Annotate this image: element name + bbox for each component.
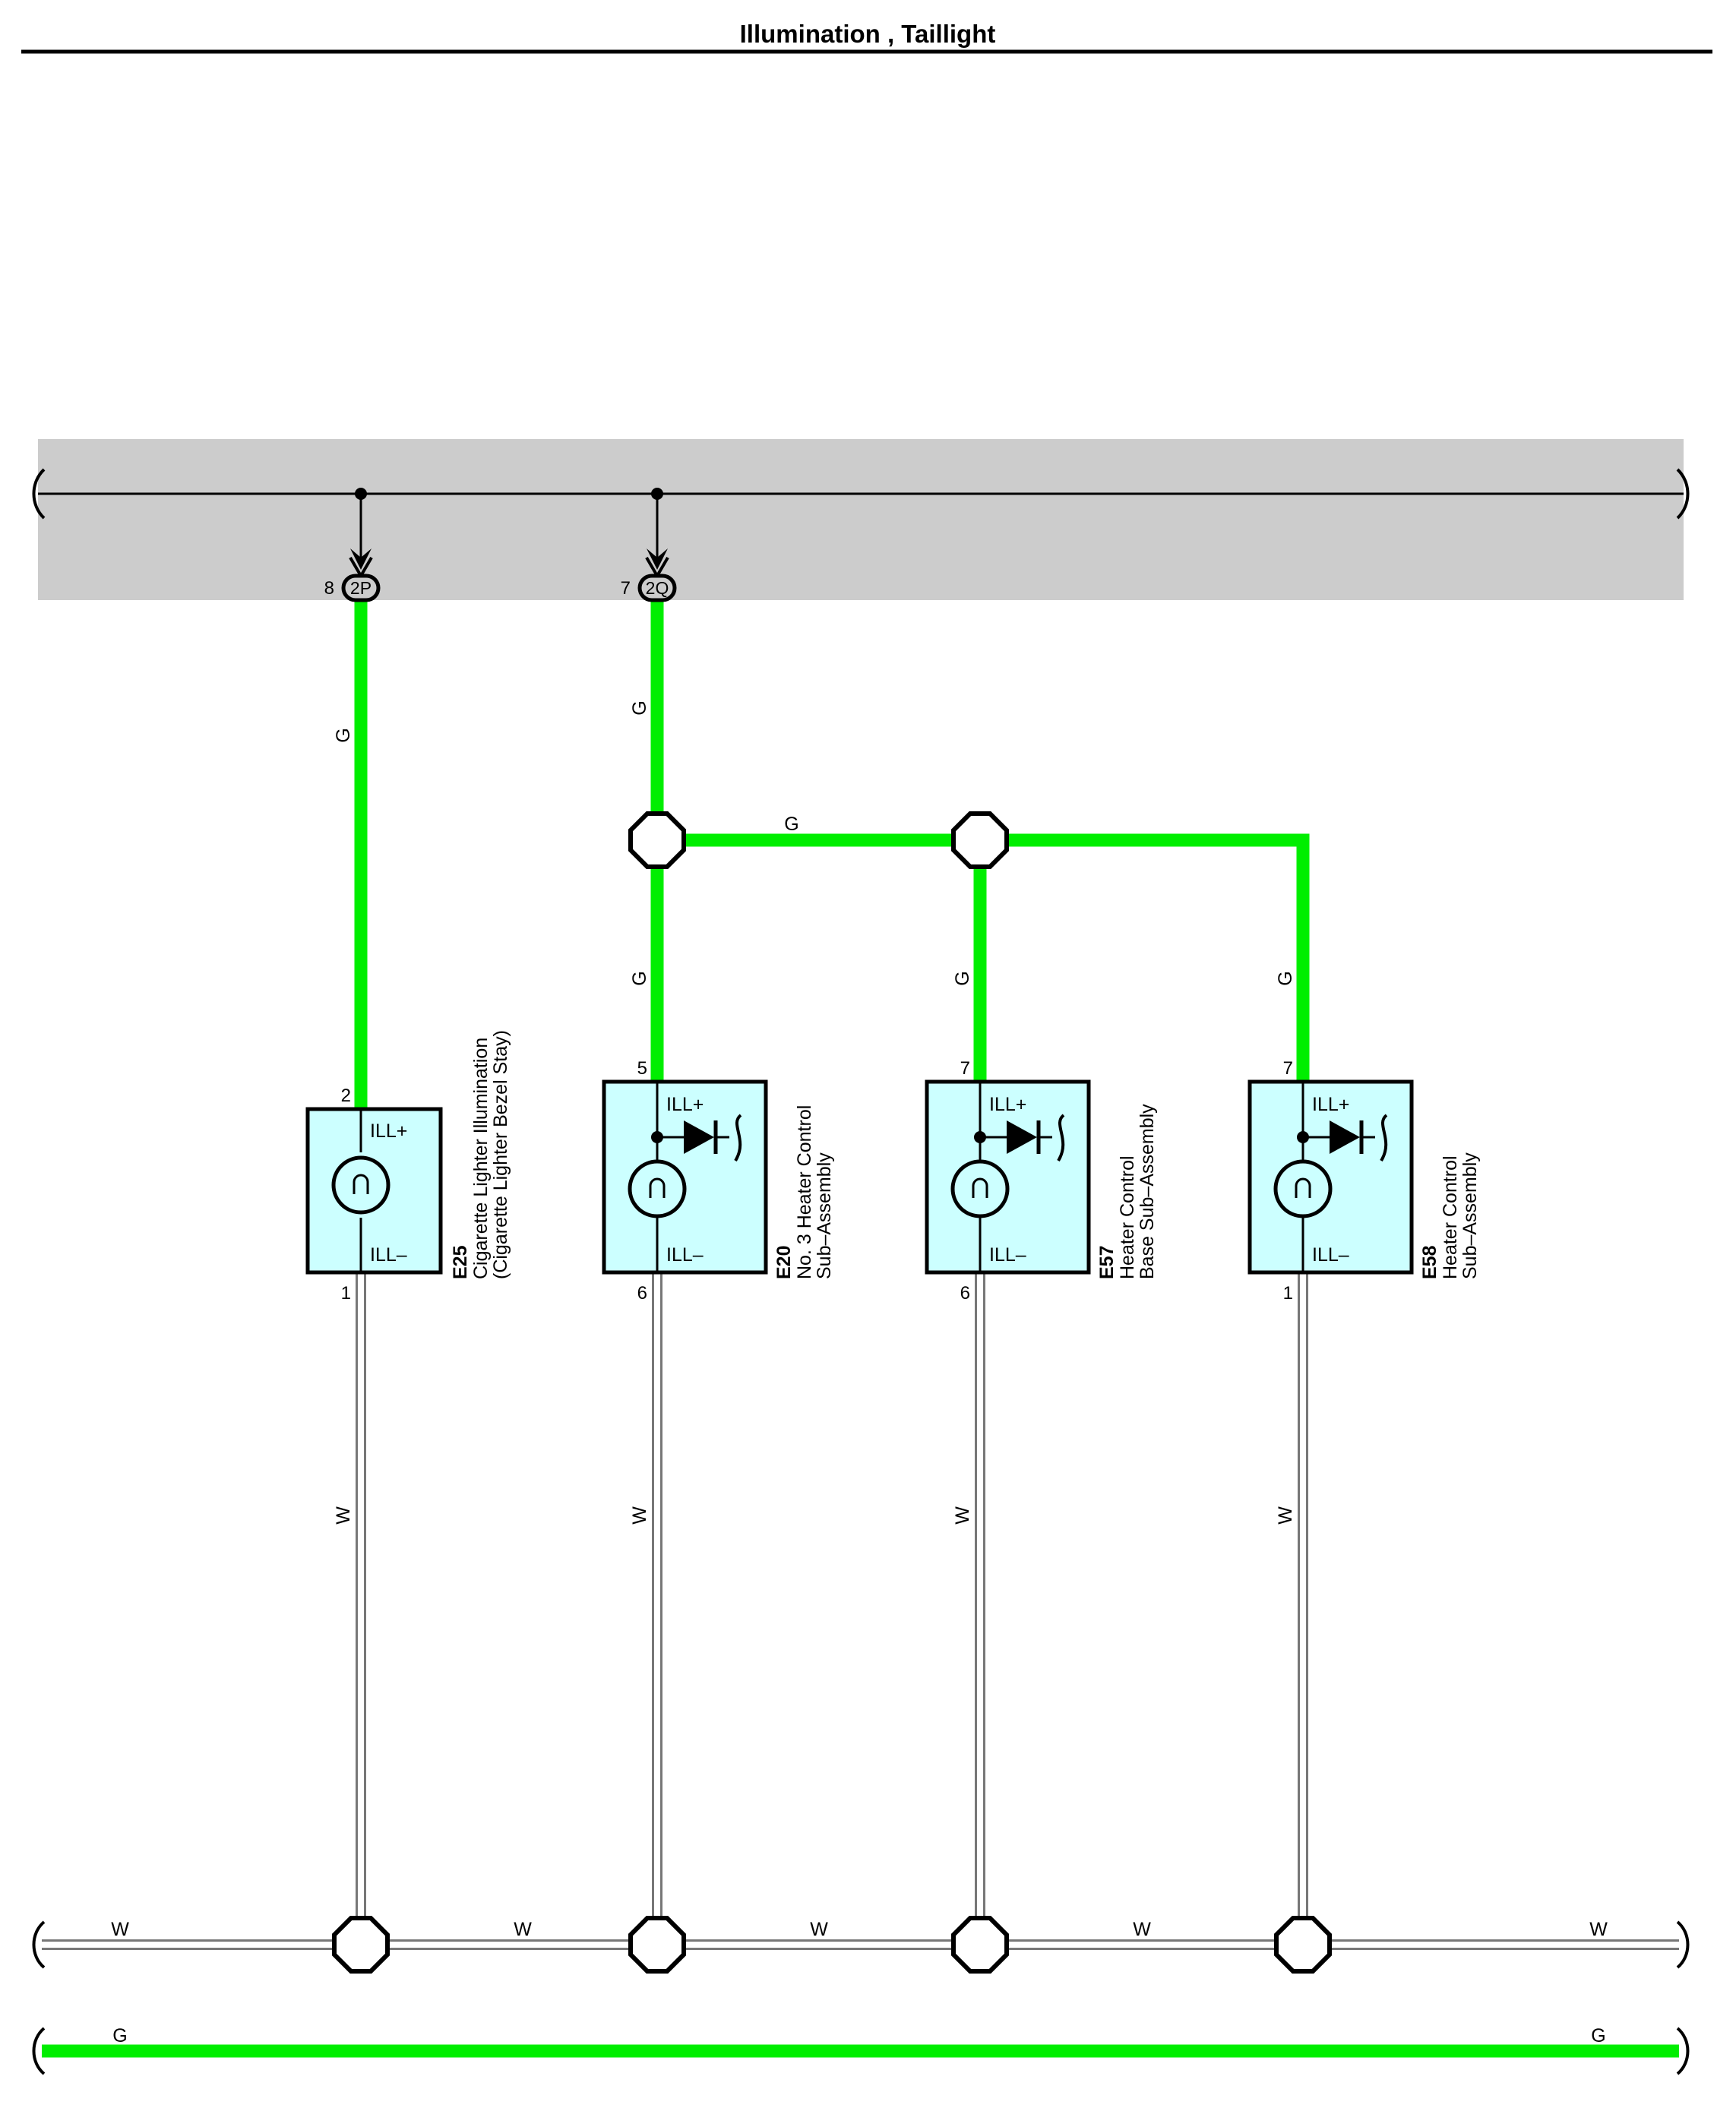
wire-label-g-e25: G [333,728,354,742]
wire-label-g-branch: G [784,814,798,835]
splice-white-1 [332,1916,390,1974]
e25-term-top: ILL+ [370,1120,407,1142]
e20-name-line1: No. 3 Heater Control [794,1105,815,1279]
band-break-left [32,468,46,520]
wire-label-w-e25: W [333,1506,354,1525]
connector-2q-pin: 7 [621,578,631,599]
band-break-right [1676,468,1690,520]
splice-white-4 [1274,1916,1332,1974]
connector-2p: 2P 8 [324,574,381,602]
connector-2p-drop [349,488,373,579]
wire-label-g-bottom-right: G [1591,2025,1605,2046]
wire-label-w-e57: W [952,1506,973,1525]
e57-term-bottom: ILL– [989,1244,1026,1266]
connector-2q-tag: 2Q [646,578,669,598]
e25-term-bottom: ILL– [370,1244,407,1266]
component-e20: ILL+ ILL– 5 6 E20 No. 3 Heater Control S… [602,1058,835,1304]
bulb-icon [331,1155,391,1215]
component-e58: ILL+ ILL– 7 1 E58 Heater Control Sub–Ass… [1247,1058,1481,1304]
e58-name-line1: Heater Control [1440,1155,1461,1279]
bulb-icon [950,1159,1010,1218]
e57-pin-top: 7 [960,1058,970,1079]
wire-label-w-bus-5: W [1589,1919,1608,1940]
diode-icon [1330,1120,1375,1154]
wire-label-w-e58: W [1275,1506,1296,1525]
diode-icon [1007,1120,1052,1154]
wire-label-g-e58: G [1275,971,1296,985]
splice-white-3 [951,1916,1009,1974]
connector-2q: 2Q 7 [621,574,677,602]
bulb-icon [628,1159,687,1218]
e25-name-line1: Cigarette Lighter Illumination [470,1038,492,1279]
e20-pin-bottom: 6 [637,1283,647,1304]
junction-band [38,439,1684,600]
wire-label-g-2q: G [629,700,650,715]
component-e25: ILL+ ILL– 2 1 E25 Cigarette Lighter Illu… [305,1030,511,1304]
e25-pin-top: 2 [341,1086,351,1106]
wire-label-w-e20: W [629,1506,650,1525]
bulb-icon [1273,1159,1333,1218]
splice-green-2 [951,811,1009,869]
e25-name-line2: (Cigarette Lighter Bezel Stay) [490,1030,511,1279]
e58-term-bottom: ILL– [1312,1244,1349,1266]
e58-name-line2: Sub–Assembly [1459,1152,1481,1279]
wire-label-w-bus-1: W [111,1919,129,1940]
e57-name-line1: Heater Control [1117,1155,1138,1279]
wire-label-w-bus-3: W [810,1919,828,1940]
component-e57: ILL+ ILL– 7 6 E57 Heater Control Base Su… [925,1058,1158,1304]
e20-term-top: ILL+ [666,1094,704,1115]
wire-label-g-e20: G [629,971,650,985]
connector-2p-pin: 8 [324,578,334,599]
connector-2p-tag: 2P [350,578,372,598]
green-wires [42,600,1679,2058]
wire-label-g-e57: G [952,971,973,985]
e20-pin-top: 5 [637,1058,647,1079]
e25-pin-bottom: 1 [341,1283,351,1304]
e58-id: E58 [1419,1245,1440,1279]
diode-ground-arc [1380,1114,1388,1162]
bus-break-marks [32,1920,1690,2075]
e57-name-line2: Base Sub–Assembly [1137,1104,1158,1279]
e20-id: E20 [773,1246,795,1279]
e58-pin-bottom: 1 [1283,1283,1293,1304]
white-wires [42,1272,1679,1950]
wire-label-w-bus-2: W [514,1919,532,1940]
page-title: Illumination , Taillight [740,20,996,48]
wire-label-w-bus-4: W [1133,1919,1151,1940]
diode-ground-arc [734,1114,742,1162]
e57-term-top: ILL+ [989,1094,1026,1115]
e57-pin-bottom: 6 [960,1283,970,1304]
wire-label-g-bottom-left: G [112,2025,127,2046]
e58-pin-top: 7 [1283,1058,1293,1079]
e57-id: E57 [1096,1246,1118,1279]
splice-green-1 [628,811,686,869]
e58-term-top: ILL+ [1312,1094,1349,1115]
e20-term-bottom: ILL– [666,1244,704,1266]
diode-ground-arc [1057,1114,1065,1162]
splice-white-2 [628,1916,686,1974]
diode-icon [684,1120,729,1154]
e25-id: E25 [450,1245,471,1279]
e20-name-line2: Sub–Assembly [814,1152,835,1279]
